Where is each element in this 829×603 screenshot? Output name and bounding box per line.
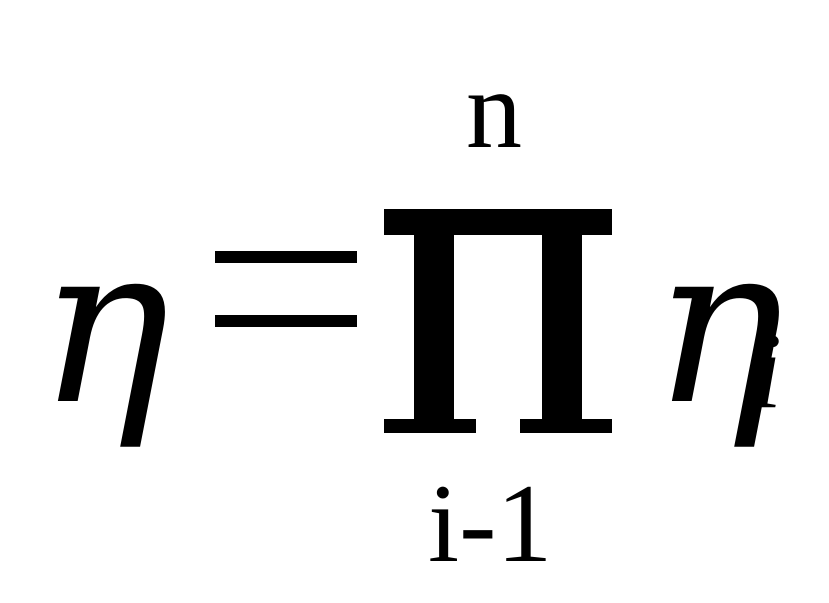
product-top-bar [384, 209, 612, 235]
rhs-eta-symbol: η [652, 197, 784, 453]
equals-bar-top [215, 251, 357, 263]
product-right-leg [520, 235, 612, 433]
lhs-eta-symbol: η [38, 197, 170, 453]
product-operator [384, 209, 612, 433]
rhs-subscript-i: i [752, 312, 783, 431]
product-upper-limit: n [466, 48, 522, 172]
equals-sign [215, 245, 357, 335]
equals-bar-bottom [215, 315, 357, 327]
product-lower-limit: i-1 [428, 462, 553, 586]
product-left-leg [384, 235, 476, 433]
